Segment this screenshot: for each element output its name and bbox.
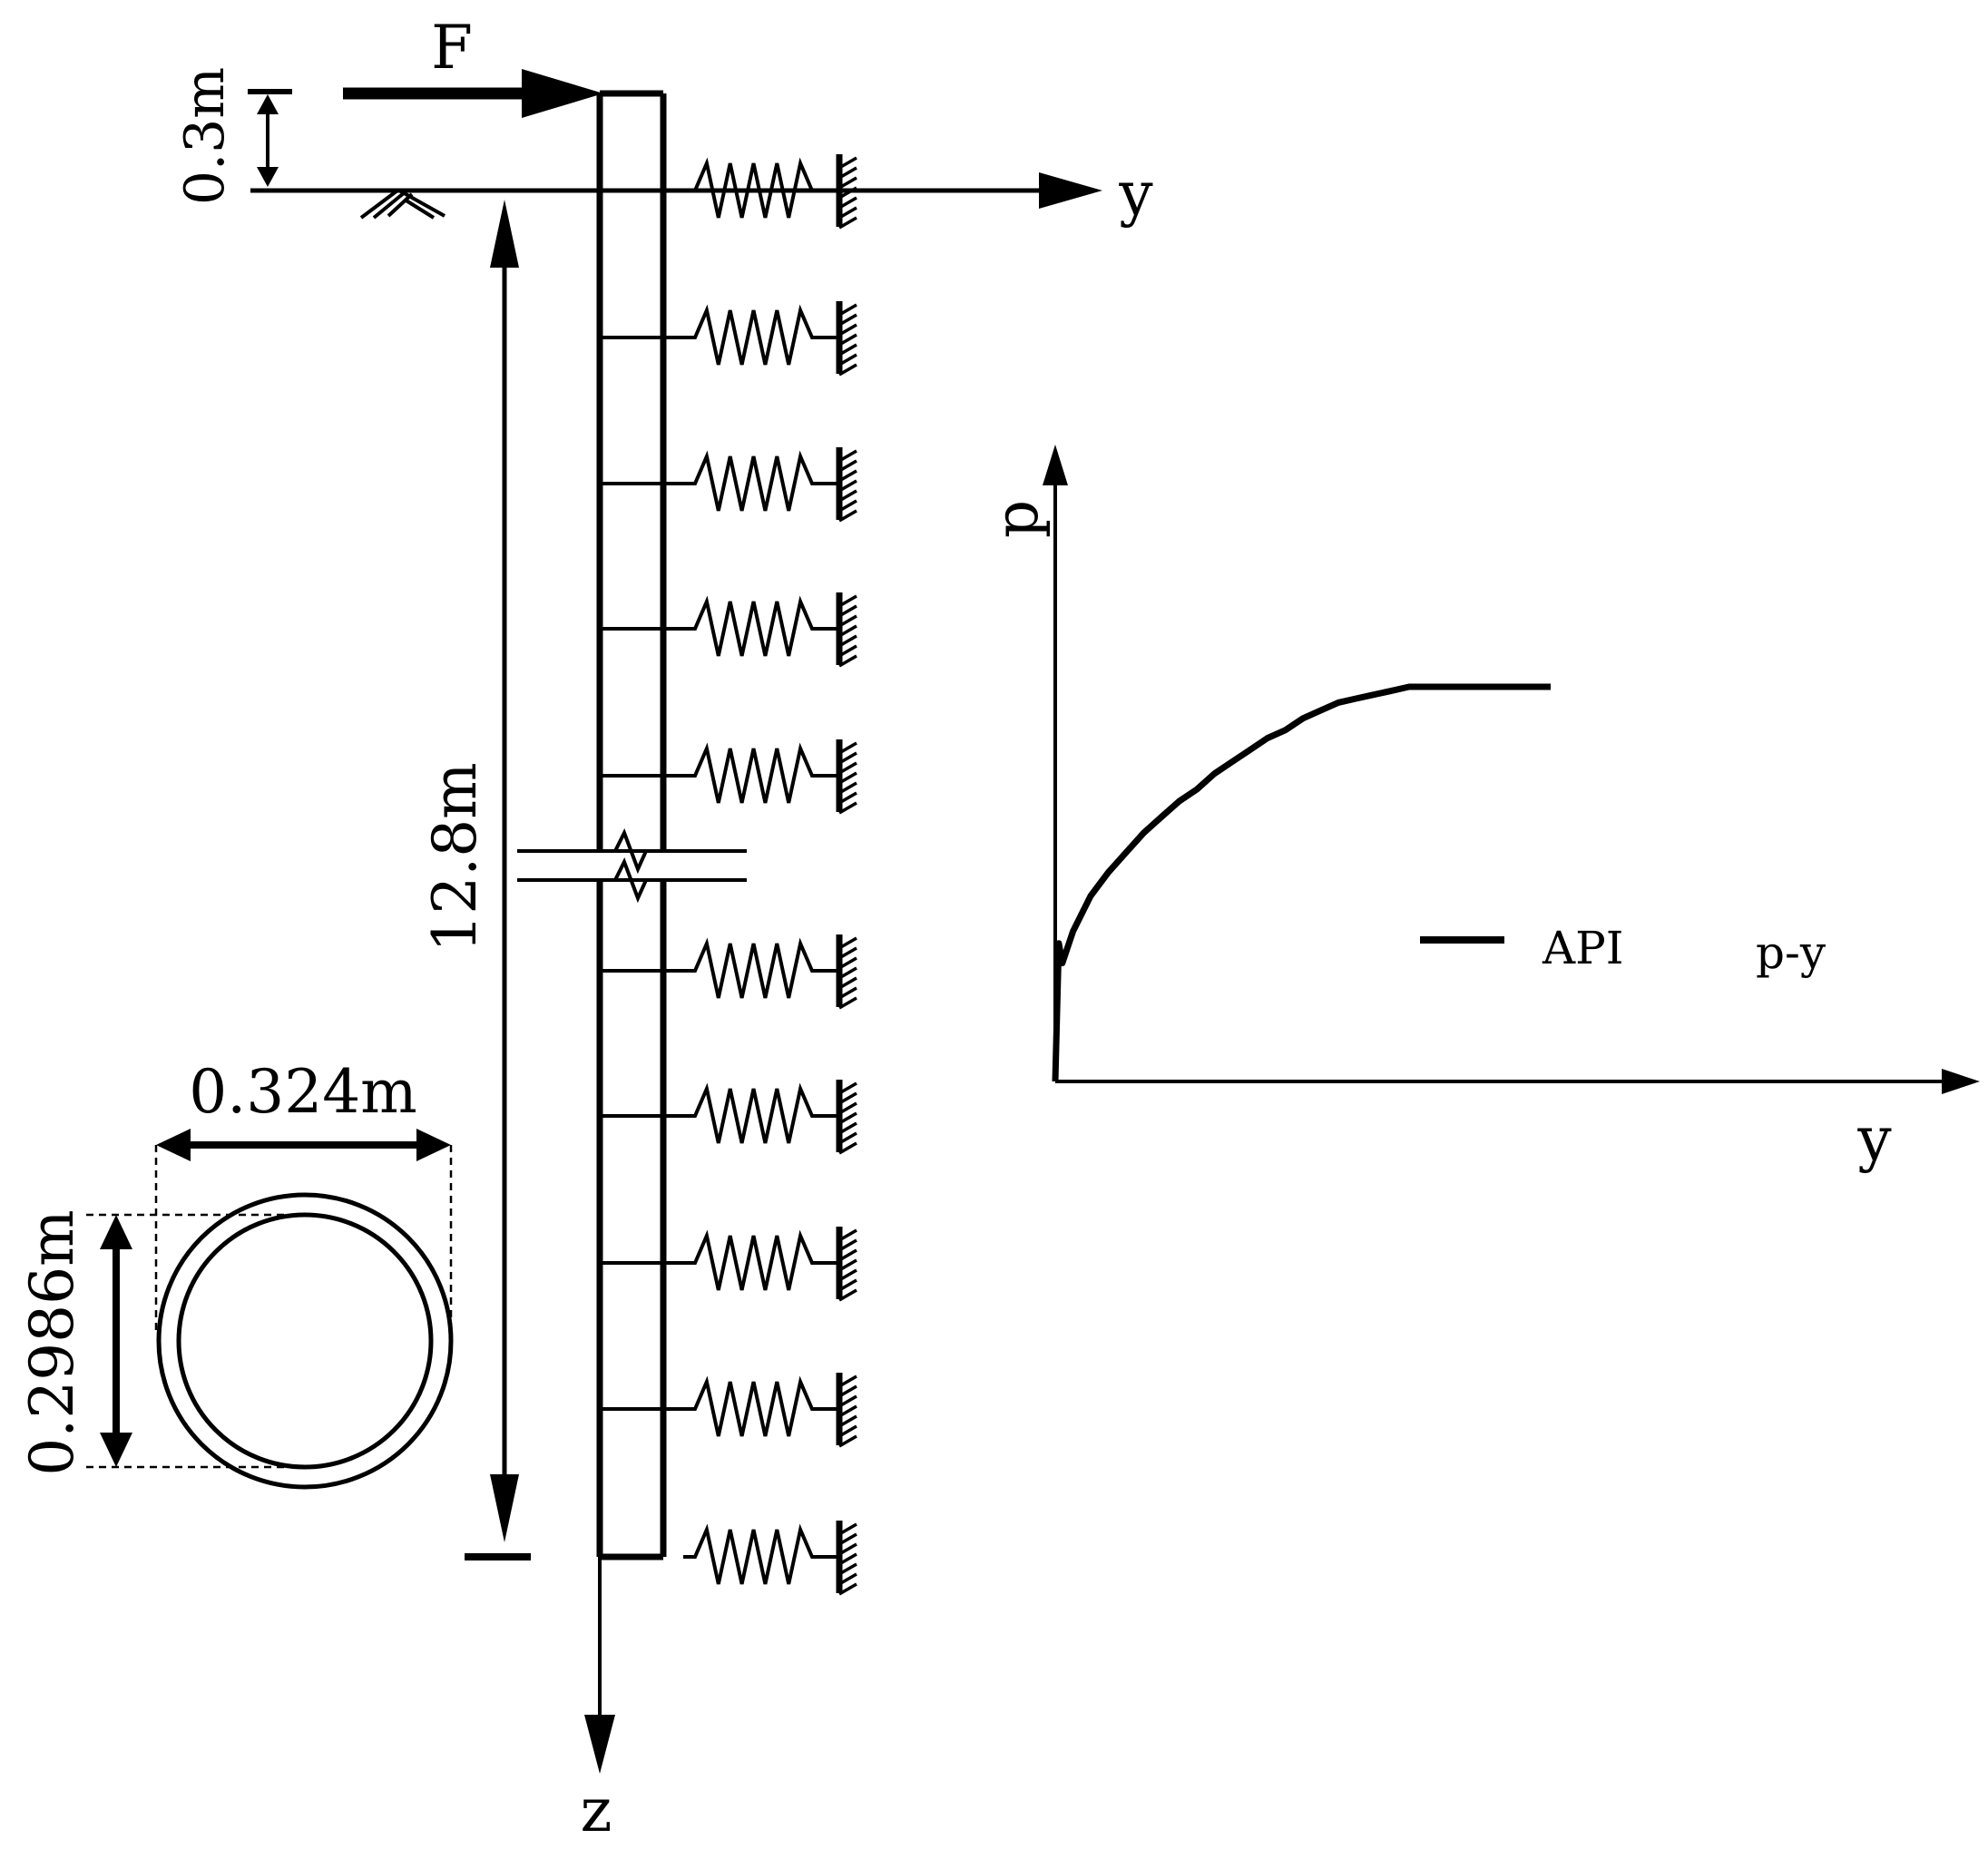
pile <box>517 90 747 1560</box>
chart-legend: API p-y <box>1420 922 1826 979</box>
embedded-length-label: 12.8m <box>420 762 490 953</box>
ground-hatch-symbol <box>359 189 446 220</box>
soil-spring <box>600 1080 857 1155</box>
inner-diameter-label: 0.2986m <box>17 1209 87 1476</box>
z-axis: z <box>581 1557 615 1845</box>
py-curve-chart: p y API p-y <box>982 445 1980 1174</box>
legend-series-name: API <box>1542 922 1624 974</box>
embedded-length-dimension: 12.8m <box>420 200 531 1560</box>
soil-spring <box>683 154 857 230</box>
inner-wall <box>176 1212 434 1470</box>
outer-diameter-label: 0.324m <box>189 1057 417 1127</box>
y-axis-arrowhead-chart <box>1942 1069 1980 1094</box>
soil-spring <box>600 739 857 815</box>
height-dimension: 0.3m <box>173 67 292 205</box>
height-dimension-label: 0.3m <box>173 67 237 205</box>
force-label: F <box>431 13 473 83</box>
p-axis-label: p <box>982 500 1052 538</box>
soil-spring <box>600 1373 857 1448</box>
y-axis-label: y <box>1118 159 1153 229</box>
z-axis-label: z <box>581 1776 612 1845</box>
soil-spring <box>600 447 857 523</box>
force-arrowhead <box>522 69 603 118</box>
py-curve-api <box>1052 683 1551 1082</box>
pipe-cross-section: 0.324m 0.2986m <box>17 1057 454 1490</box>
soil-springs <box>600 154 857 1596</box>
soil-spring <box>600 301 857 377</box>
soil-spring <box>683 1521 857 1596</box>
ground-surface: y <box>250 159 1153 229</box>
applied-force: F <box>343 13 603 118</box>
legend-suffix: p-y <box>1756 926 1826 979</box>
y-axis-label-chart: y <box>1856 1104 1892 1174</box>
outer-wall <box>156 1192 454 1490</box>
soil-spring <box>600 592 857 668</box>
pile-break-symbol <box>517 828 747 904</box>
soil-spring <box>600 934 857 1010</box>
soil-spring <box>600 1227 857 1302</box>
p-axis-arrowhead <box>1043 445 1068 485</box>
y-axis-arrowhead <box>1039 172 1102 209</box>
